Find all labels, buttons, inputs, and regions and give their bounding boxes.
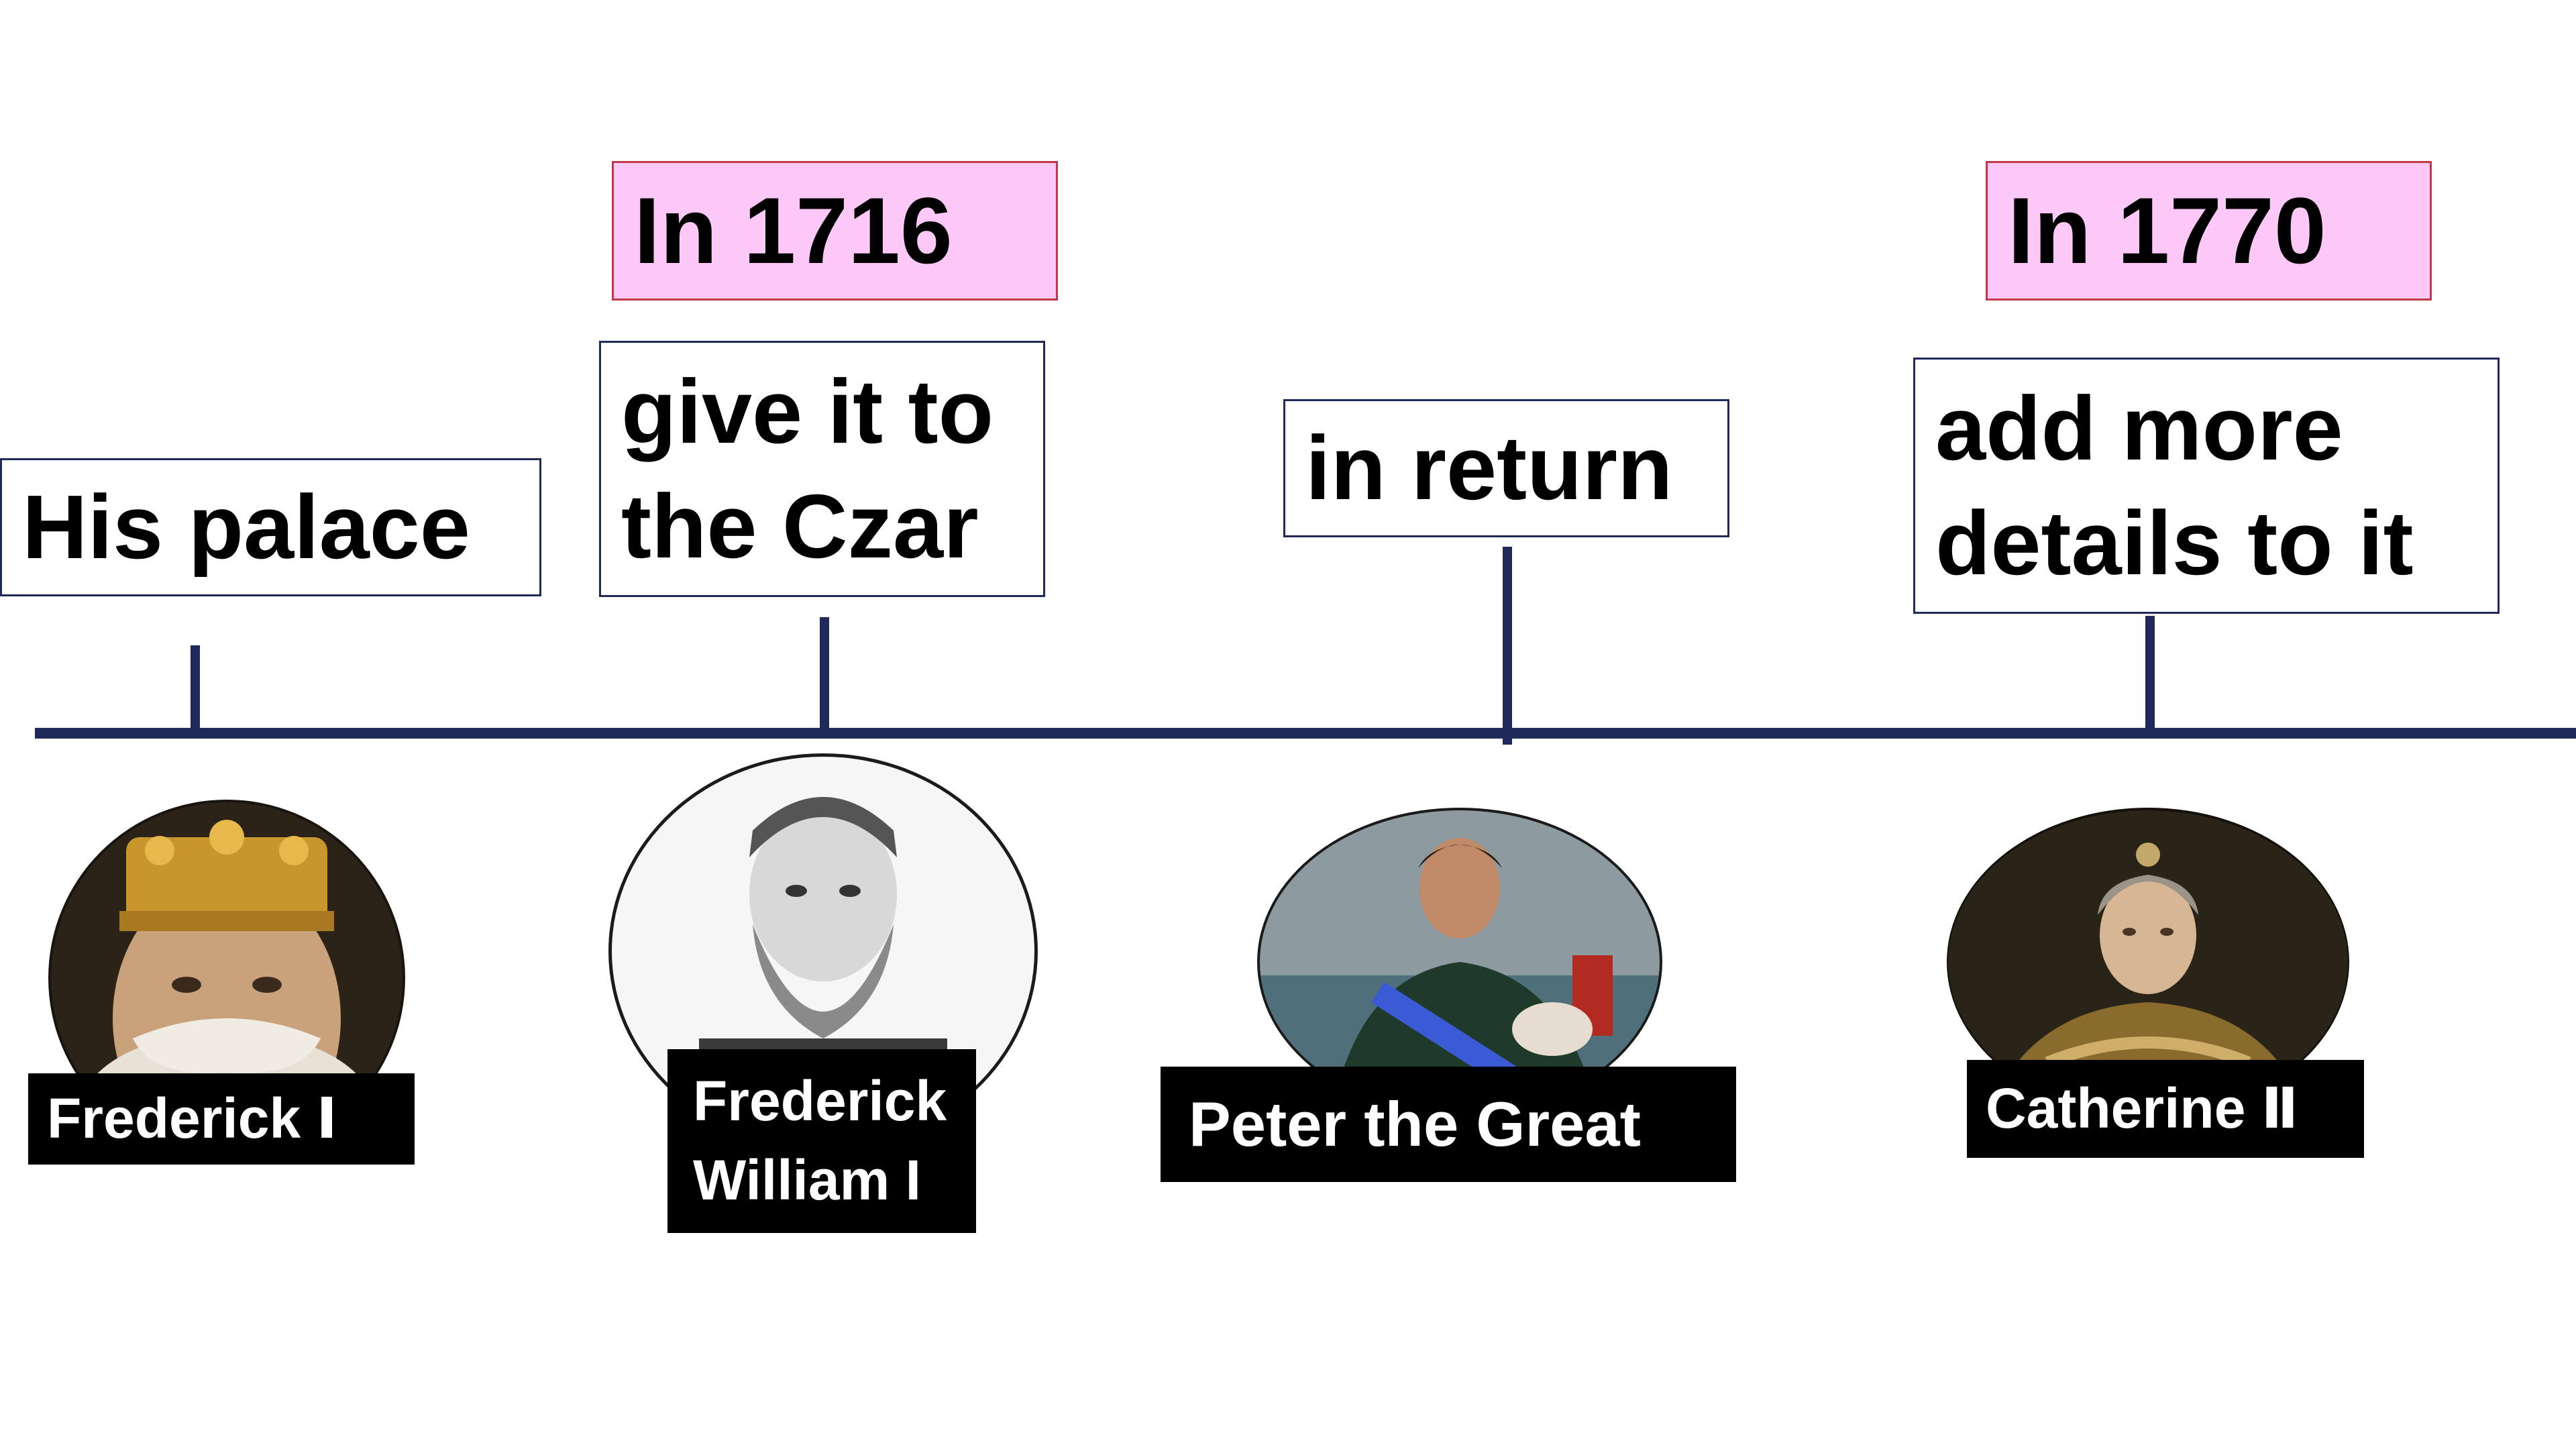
event-text-line: give it to <box>621 360 994 462</box>
date-label-1716: In 1716 <box>612 161 1058 301</box>
portrait-catherine-ii <box>1947 808 2349 1083</box>
nameplate-frederick-william-i: Frederick William I <box>667 1049 976 1233</box>
person-name: Peter the Great <box>1189 1089 1641 1160</box>
nameplate-frederick-i: Frederick Ⅰ <box>28 1073 415 1165</box>
timeline-tick-4 <box>2145 616 2155 733</box>
event-box-add-details: add more details to it <box>1913 358 2500 614</box>
date-label-1770: In 1770 <box>1986 161 2432 301</box>
person-name: Catherine Ⅱ <box>1986 1077 2299 1140</box>
event-text-line: in return <box>1305 417 1673 519</box>
event-box-his-palace: His palace <box>0 458 541 596</box>
person-name-line: William I <box>693 1148 921 1212</box>
event-text-line: the Czar <box>621 476 979 577</box>
timeline-tick-2 <box>820 617 829 733</box>
nameplate-catherine-ii: Catherine Ⅱ <box>1967 1060 2364 1158</box>
timeline-tick-1 <box>191 645 200 733</box>
person-name-line: Frederick <box>693 1069 947 1133</box>
event-box-in-return: in return <box>1283 399 1729 537</box>
timeline-tick-3 <box>1503 547 1512 745</box>
event-text-line: add more <box>1935 377 2343 479</box>
empress-painting-icon <box>1947 808 2349 1083</box>
timeline-axis <box>35 728 2576 739</box>
nameplate-peter-the-great: Peter the Great <box>1161 1067 1736 1182</box>
person-name: Frederick Ⅰ <box>47 1087 337 1150</box>
event-text-line: His palace <box>22 476 470 578</box>
event-box-give-to-czar: give it to the Czar <box>599 341 1045 597</box>
event-text-line: details to it <box>1935 492 2414 594</box>
date-text: In 1716 <box>634 178 953 283</box>
date-text: In 1770 <box>2008 178 2326 283</box>
